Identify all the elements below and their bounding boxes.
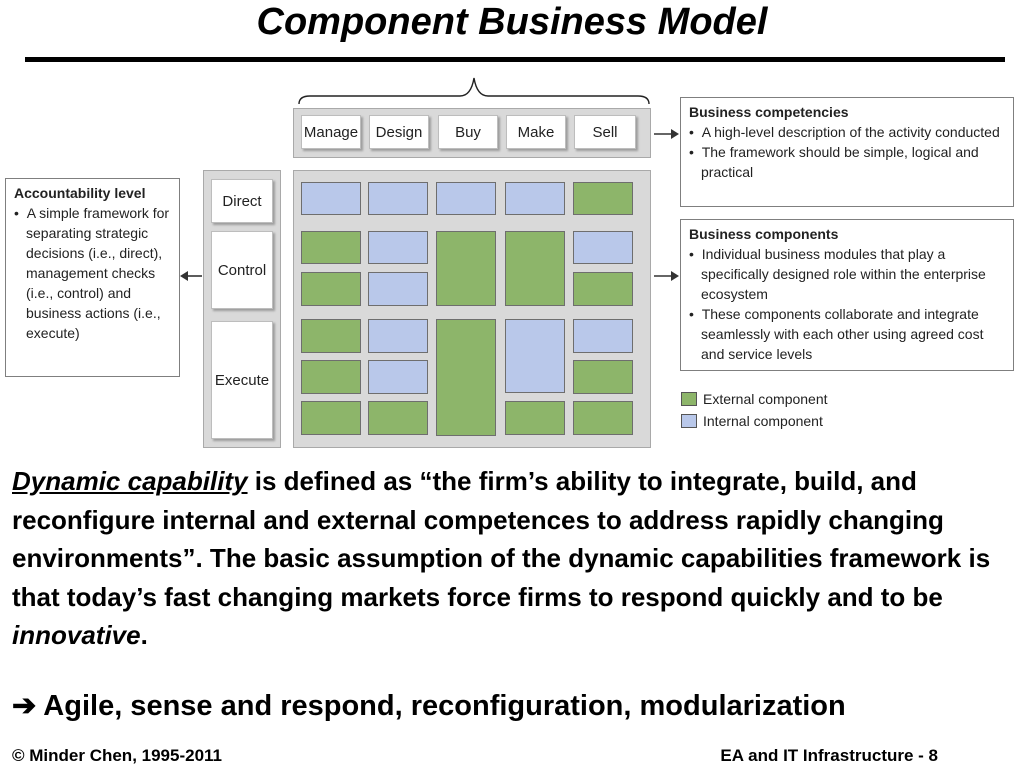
competency-sell: Sell [574,115,636,149]
emphasis-word: innovative [12,620,141,650]
internal-component-cell [368,319,428,353]
level-control: Control [211,231,273,309]
competency-make: Make [506,115,566,149]
defined-term: Dynamic capability [12,466,248,496]
internal-component-cell [505,182,565,215]
level-direct: Direct [211,179,273,223]
note-bullet: A simple framework for separating strate… [14,203,171,343]
title-underline [25,57,1005,62]
arrow-right-icon [654,271,679,281]
arrow-right-icon: ➔ [12,690,37,722]
competency-design: Design [369,115,429,149]
note-bullet: The framework should be simple, logical … [689,142,1005,182]
footer-page-number: EA and IT Infrastructure - 8 [720,746,938,765]
brace-icon [298,77,650,105]
internal-component-cell [368,360,428,394]
legend-external: External component [681,391,828,407]
definition-text: is defined as “the firm’s ability to int… [12,466,991,612]
arrow-left-icon [180,271,202,281]
definition-end: . [140,620,148,650]
note-bullet: Individual business modules that play a … [689,244,1005,304]
note-heading: Business competencies [689,104,849,120]
internal-component-cell [368,272,428,306]
legend-swatch-internal [681,414,697,428]
external-component-cell [301,401,361,435]
internal-component-cell [368,182,428,215]
competencies-note: Business competencies A high-level descr… [680,97,1014,207]
internal-component-cell [505,319,565,393]
accountability-panel: Direct Control Execute [203,170,281,448]
internal-component-cell [436,182,496,215]
legend-label: Internal component [703,413,823,429]
component-grid [293,170,651,448]
accountability-note: Accountability level A simple framework … [5,178,180,377]
note-bullet: A high-level description of the activity… [689,122,1005,142]
external-component-cell [573,360,633,394]
internal-component-cell [301,182,361,215]
external-component-cell [505,401,565,435]
arrow-right-icon [654,129,679,139]
external-component-cell [573,182,633,215]
competency-manage: Manage [301,115,361,149]
internal-component-cell [368,231,428,264]
legend-internal: Internal component [681,413,823,429]
internal-component-cell [573,231,633,264]
external-component-cell [301,231,361,264]
conclusion-line: ➔ Agile, sense and respond, reconfigurat… [12,688,846,723]
slide-title: Component Business Model [256,1,768,43]
external-component-cell [301,360,361,394]
competencies-panel: Manage Design Buy Make Sell [293,108,651,158]
external-component-cell [301,319,361,353]
external-component-cell [573,401,633,435]
footer-copyright: © Minder Chen, 1995-2011 [12,746,223,765]
external-component-cell [505,231,565,306]
level-execute: Execute [211,321,273,439]
note-heading: Accountability level [14,185,146,201]
external-component-cell [573,272,633,306]
note-heading: Business components [689,226,839,242]
definition-paragraph: Dynamic capability is defined as “the fi… [12,462,1017,655]
conclusion-text: Agile, sense and respond, reconfiguratio… [43,690,846,722]
legend-swatch-external [681,392,697,406]
competency-buy: Buy [438,115,498,149]
external-component-cell [436,319,496,436]
note-bullet: These components collaborate and integra… [689,304,1005,364]
external-component-cell [368,401,428,435]
internal-component-cell [573,319,633,353]
legend-label: External component [703,391,828,407]
external-component-cell [436,231,496,306]
external-component-cell [301,272,361,306]
components-note: Business components Individual business … [680,219,1014,371]
